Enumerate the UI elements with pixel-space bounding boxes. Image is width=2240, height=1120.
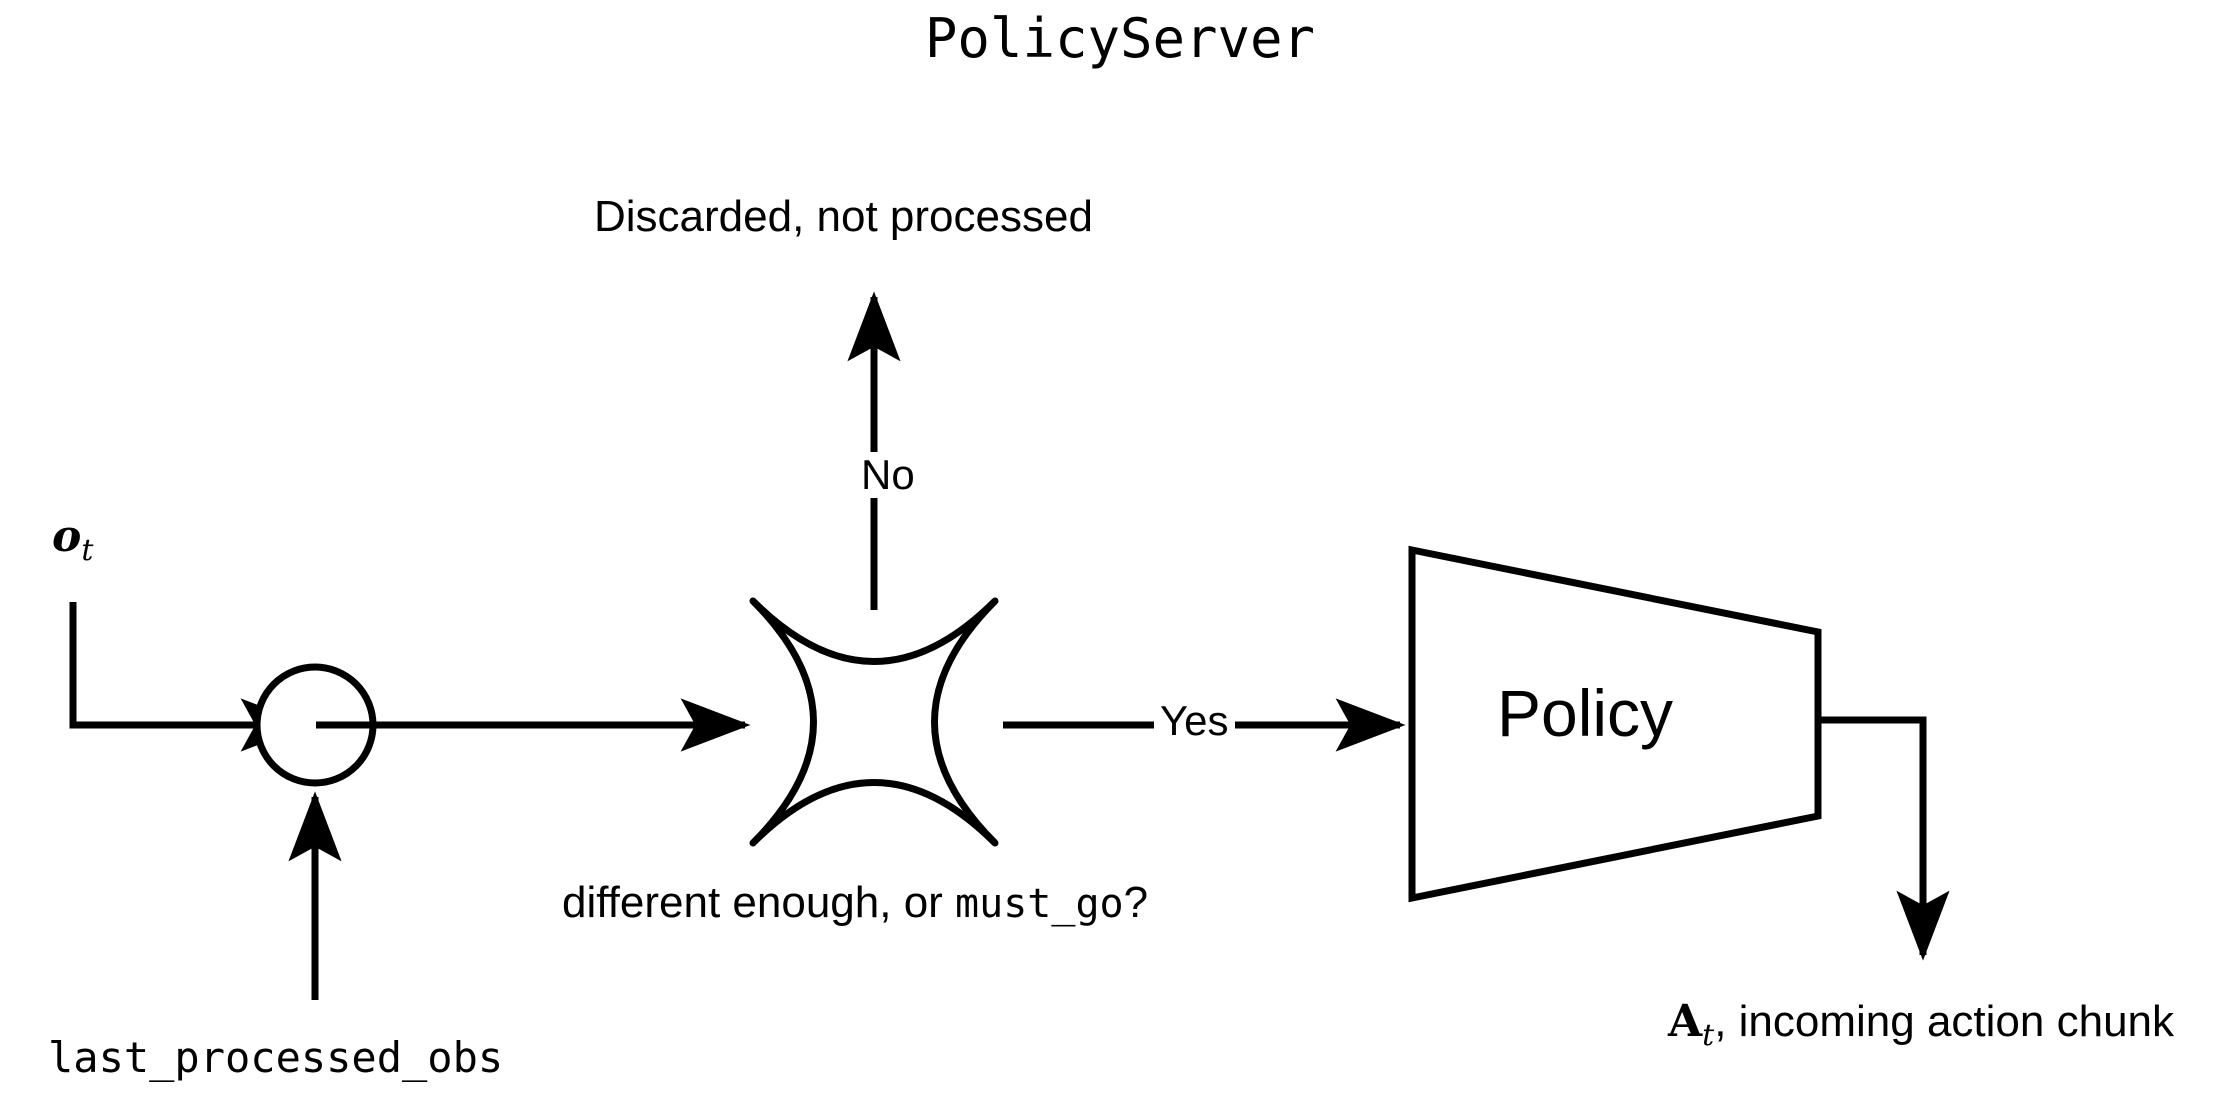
action-chunk-subscript: t — [1702, 1018, 1715, 1053]
decision-node-caption: different enough, or must_go? — [562, 881, 1148, 925]
action-chunk-symbol: A — [1668, 996, 1703, 1047]
page-title: PolicyServer — [924, 7, 1316, 70]
policy-block-shape — [1408, 545, 1822, 903]
observation-subscript: t — [81, 533, 94, 568]
observation-symbol: o — [52, 511, 82, 562]
edge-observation-to-junction — [69, 602, 311, 752]
observation-input-label: ot — [52, 515, 93, 566]
policy-block-label: Policy — [1497, 676, 1674, 750]
decision-caption-suffix: ? — [1123, 878, 1149, 927]
edge-policy-to-action-chunk — [1818, 716, 1950, 961]
discarded-branch-label: Discarded, not processed — [594, 192, 1093, 241]
decision-caption-code: must_go — [955, 881, 1124, 927]
edge-label-no: No — [857, 452, 919, 498]
action-chunk-label: At, incoming action chunk — [1668, 1000, 2174, 1051]
last-processed-obs-label: last_processed_obs — [48, 1033, 504, 1082]
action-chunk-text: , incoming action chunk — [1714, 997, 2175, 1046]
decision-caption-prefix: different enough, or — [562, 878, 956, 927]
edge-label-yes: Yes — [1154, 698, 1235, 744]
decision-node-shape — [749, 597, 999, 847]
